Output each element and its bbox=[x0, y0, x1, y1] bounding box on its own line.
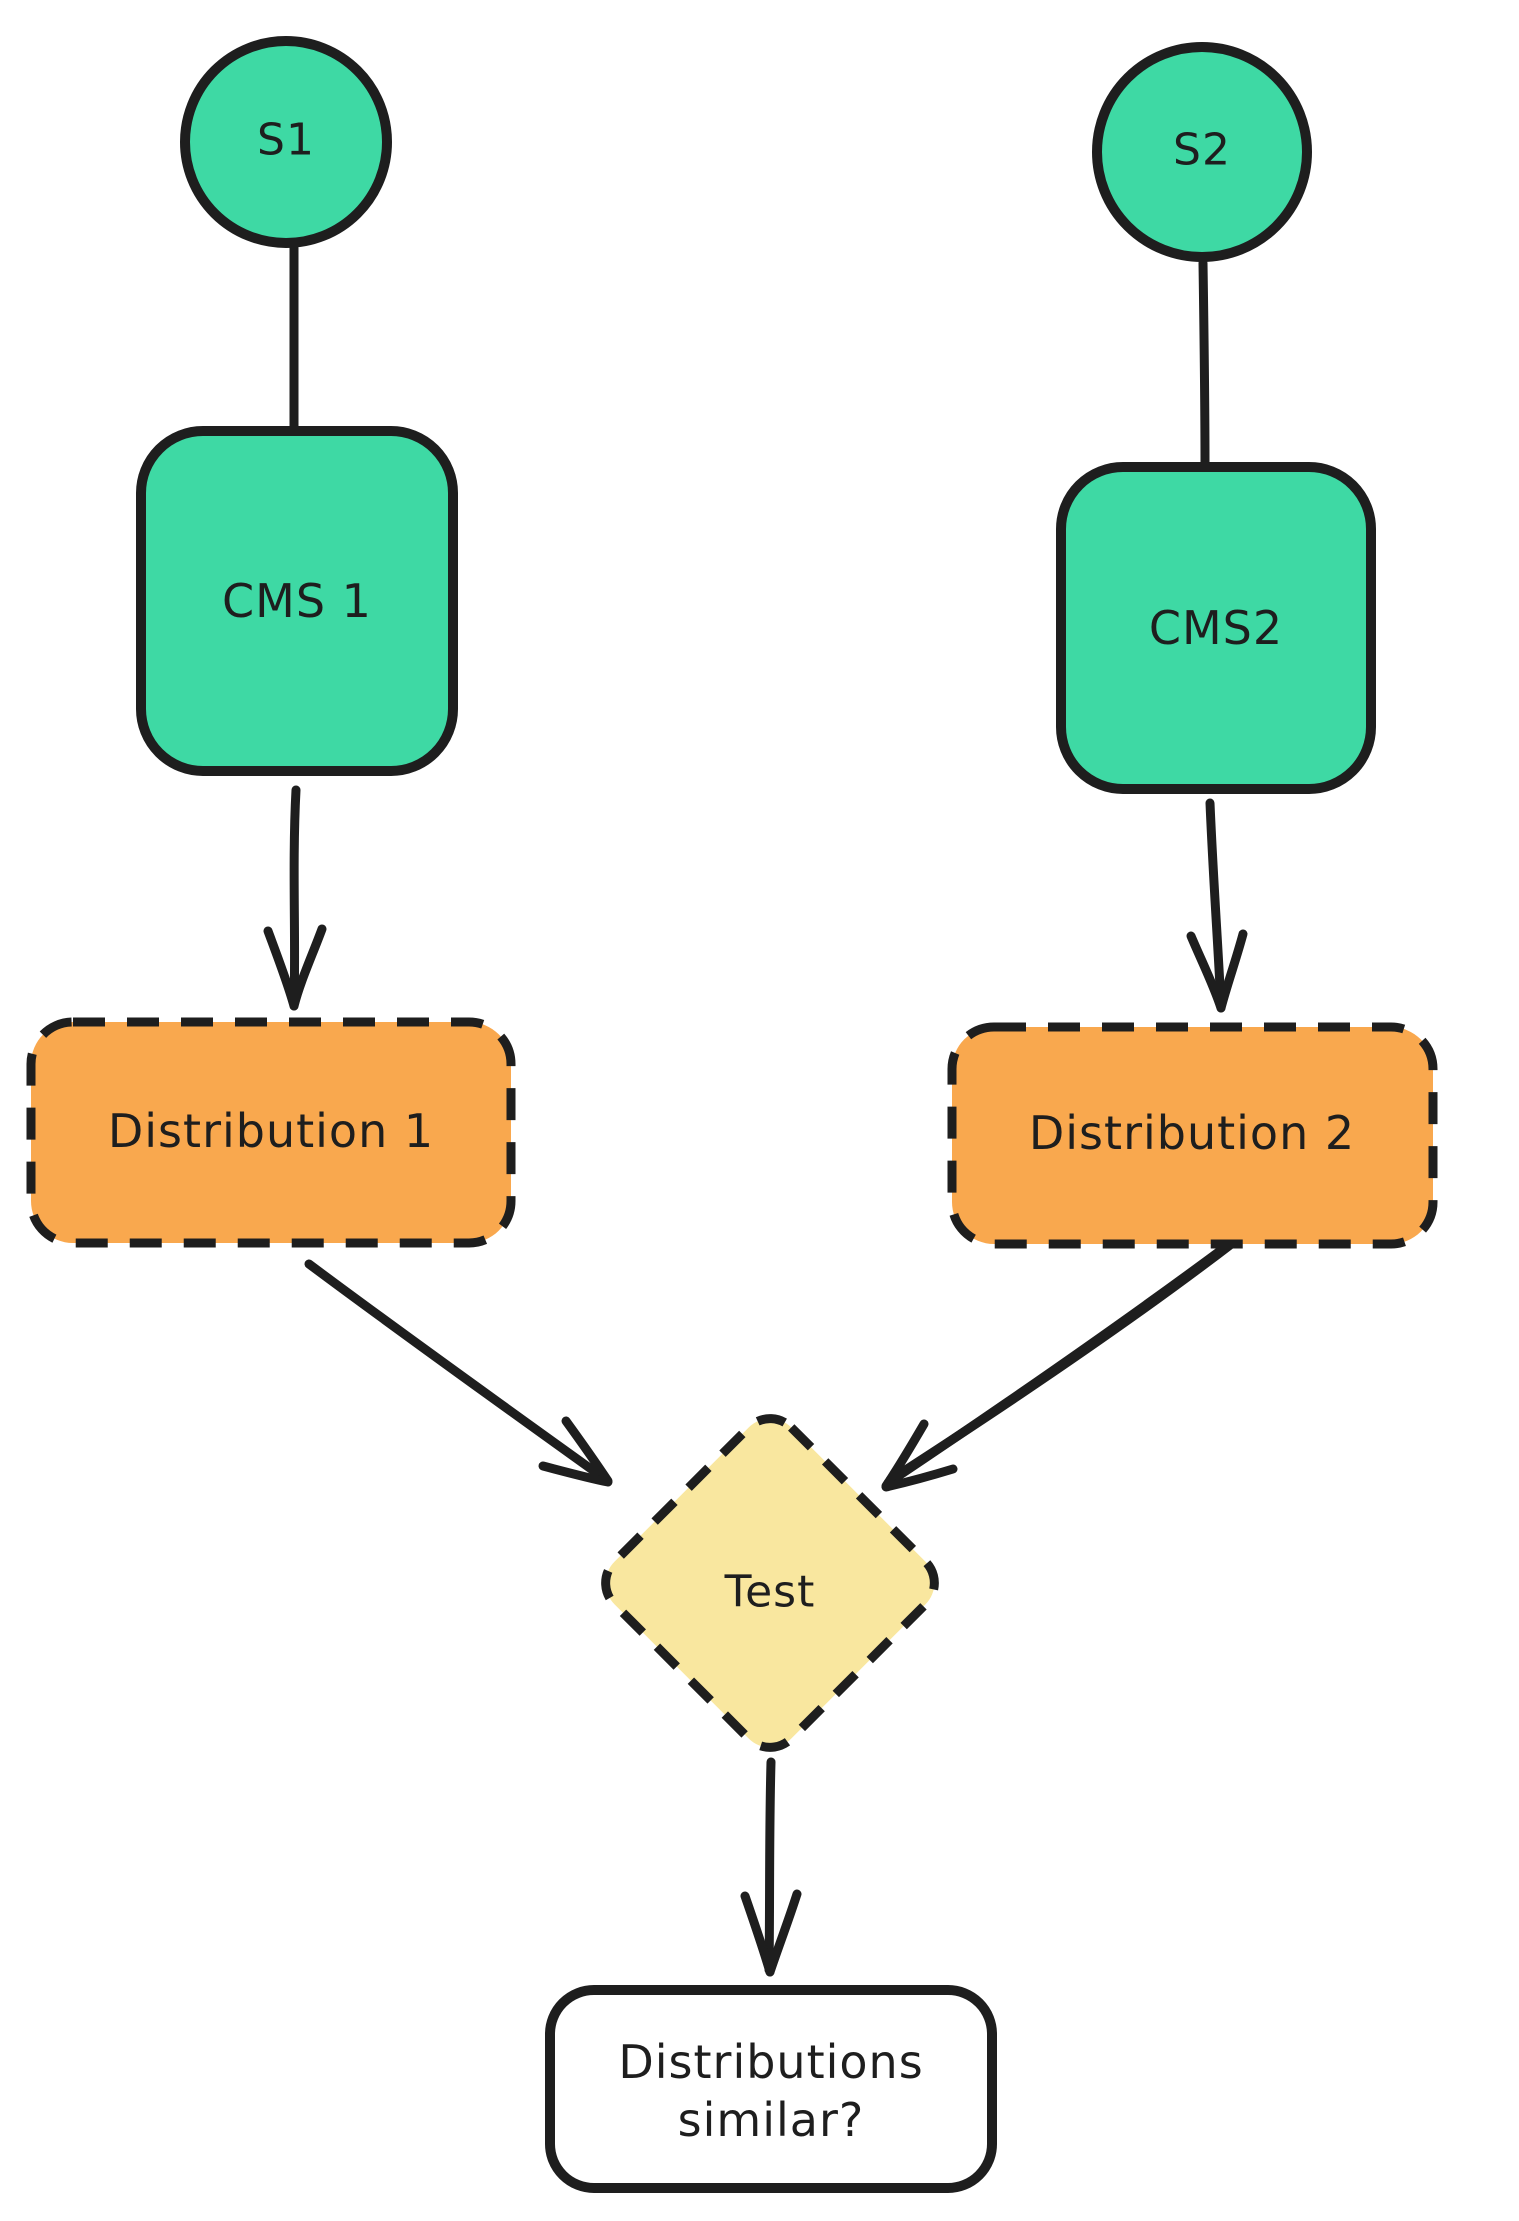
edge-dist1-to-test-arrow bbox=[304, 1259, 613, 1487]
node-result: Distributions similar? bbox=[545, 1985, 997, 2193]
test-label: Test bbox=[724, 1567, 816, 1618]
edge-cms2-to-dist2-arrow bbox=[1186, 798, 1248, 1013]
result-label-line1: Distributions bbox=[618, 2035, 923, 2089]
result-box bbox=[545, 1985, 997, 2193]
node-test-diamond: Test bbox=[601, 1414, 939, 1752]
node-cms1: CMS 1 bbox=[136, 426, 458, 776]
cms2-label: CMS2 bbox=[1149, 601, 1283, 655]
node-s1: S1 bbox=[180, 36, 392, 248]
node-s2: S2 bbox=[1092, 42, 1312, 262]
edge-test-to-result-arrow bbox=[740, 1757, 802, 1977]
distribution-2-label: Distribution 2 bbox=[1029, 1106, 1355, 1160]
distribution-1-label: Distribution 1 bbox=[108, 1104, 434, 1158]
s2-circle bbox=[1092, 42, 1312, 262]
node-distribution-2: Distribution 2 bbox=[947, 1022, 1438, 1249]
edge-cms2-line-s2 bbox=[1198, 258, 1210, 470]
s1-circle bbox=[180, 36, 392, 248]
edge-dist2-to-test-arrow bbox=[881, 1237, 1239, 1492]
s1-label: S1 bbox=[257, 115, 315, 166]
test-diamond-shape bbox=[601, 1414, 939, 1752]
edge-cms1-to-dist1-arrow bbox=[263, 785, 327, 1011]
cms1-label: CMS 1 bbox=[222, 574, 372, 628]
cms1-box bbox=[136, 426, 458, 776]
cms2-box bbox=[1056, 462, 1376, 794]
node-distribution-1: Distribution 1 bbox=[26, 1017, 516, 1248]
node-cms2: CMS2 bbox=[1056, 462, 1376, 794]
result-label-line2: similar? bbox=[678, 2093, 865, 2147]
s2-label: S2 bbox=[1173, 125, 1231, 176]
distribution-2-box bbox=[947, 1022, 1438, 1249]
distribution-1-box bbox=[26, 1017, 516, 1248]
